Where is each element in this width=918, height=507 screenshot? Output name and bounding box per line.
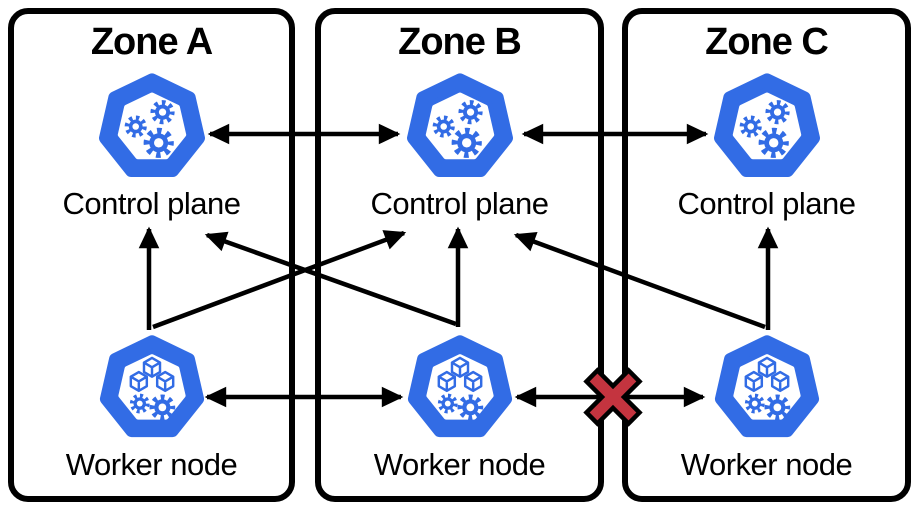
zone-a-worker-node-label: Worker node	[65, 447, 238, 482]
zone-c-control-plane-icon	[709, 70, 824, 185]
zone-b: Zone B Control plane Worker node	[315, 8, 604, 502]
zone-b-worker-node-icon	[403, 332, 516, 445]
zone-b-control-plane-label: Control plane	[370, 186, 549, 221]
zone-a-title: Zone A	[90, 21, 213, 63]
zone-b-title: Zone B	[398, 21, 522, 63]
zone-a-control-plane-label: Control plane	[62, 186, 241, 221]
zone-b-worker-node-label: Worker node	[373, 447, 546, 482]
zone-c-worker-node-icon	[710, 332, 823, 445]
zone-a: Zone A Control plane Worker node	[8, 8, 295, 502]
zone-c-title: Zone C	[705, 21, 829, 63]
zone-c-control-plane-label: Control plane	[677, 186, 856, 221]
zone-a-control-plane-icon	[94, 70, 209, 185]
zone-c-worker-node-label: Worker node	[680, 447, 853, 482]
zone-b-control-plane-icon	[402, 70, 517, 185]
zone-a-worker-node-icon	[95, 332, 208, 445]
zone-c: Zone C Control plane Worker node	[622, 8, 911, 502]
